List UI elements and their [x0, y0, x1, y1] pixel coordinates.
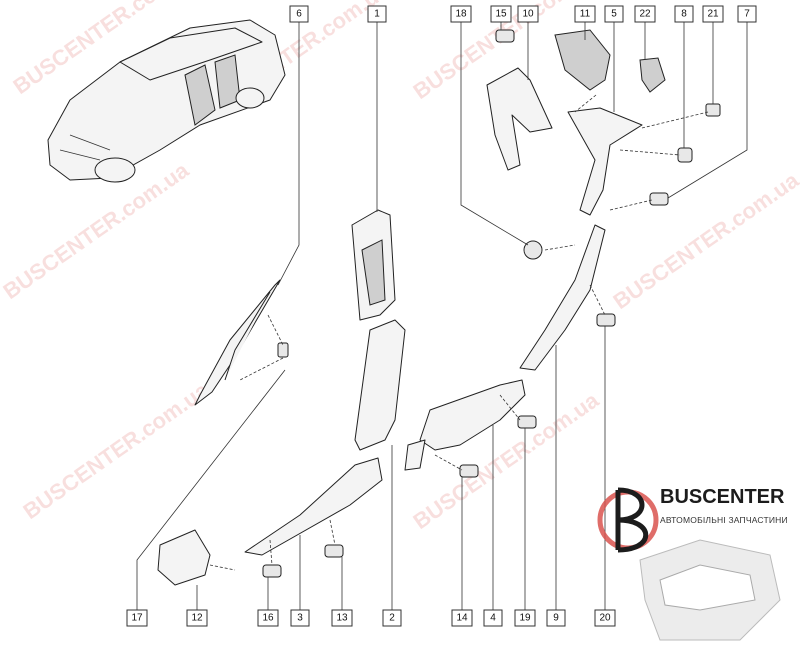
callout-3: 3: [290, 609, 310, 627]
callout-14: 14: [451, 609, 473, 627]
part-1: [351, 209, 396, 321]
car-illustration: [47, 19, 286, 183]
svg-text:22: 22: [639, 9, 651, 20]
callout-4: 4: [483, 609, 503, 627]
callout-17: 17: [126, 609, 148, 627]
svg-text:1: 1: [374, 9, 380, 20]
part-5: [567, 107, 643, 216]
part-3: [244, 457, 383, 556]
brand-logo: BUSCENTER АВТОМОБІЛЬНІ ЗАПЧАСТИНИ: [597, 486, 788, 641]
assembly-lines: [269, 94, 709, 566]
leader-lines: [136, 22, 748, 610]
callout-5: 5: [604, 5, 624, 23]
logo-name: BUSCENTER: [660, 486, 785, 508]
svg-text:14: 14: [456, 613, 468, 624]
callout-6: 6: [289, 5, 309, 23]
svg-text:8: 8: [681, 9, 687, 20]
callout-21: 21: [702, 5, 724, 23]
svg-text:3: 3: [297, 613, 303, 624]
callout-18: 18: [450, 5, 472, 23]
svg-text:17: 17: [131, 613, 143, 624]
callout-1: 1: [367, 5, 387, 23]
svg-text:18: 18: [455, 9, 467, 20]
watermark-text: BUSCENTER.com.ua: [609, 167, 800, 314]
callout-16: 16: [257, 609, 279, 627]
part-9: [519, 224, 606, 371]
svg-text:4: 4: [490, 613, 496, 624]
svg-text:2: 2: [389, 613, 395, 624]
svg-text:15: 15: [495, 9, 507, 20]
part-11: [554, 29, 611, 91]
svg-text:10: 10: [522, 9, 534, 20]
part-22: [639, 57, 666, 93]
callout-10: 10: [517, 5, 539, 23]
logo-tagline: АВТОМОБІЛЬНІ ЗАПЧАСТИНИ: [660, 515, 788, 525]
callout-2: 2: [382, 609, 402, 627]
part-10: [486, 67, 553, 171]
callout-9: 9: [546, 609, 566, 627]
callout-22: 22: [634, 5, 656, 23]
watermark-text: BUSCENTER.com.ua: [19, 377, 214, 524]
svg-text:13: 13: [336, 613, 348, 624]
svg-text:12: 12: [191, 613, 203, 624]
callout-12: 12: [186, 609, 208, 627]
callout-11: 11: [574, 5, 596, 23]
svg-text:21: 21: [707, 9, 719, 20]
callout-8: 8: [674, 5, 694, 23]
callout-20: 20: [594, 609, 616, 627]
part-12: [157, 529, 236, 586]
clips: [262, 29, 721, 578]
callout-19: 19: [514, 609, 536, 627]
svg-text:5: 5: [611, 9, 617, 20]
callout-7: 7: [737, 5, 757, 23]
part-2: [354, 319, 406, 451]
part-6: [194, 279, 289, 406]
svg-text:9: 9: [553, 613, 559, 624]
svg-text:7: 7: [744, 9, 750, 20]
svg-text:11: 11: [580, 9, 591, 20]
callout-13: 13: [331, 609, 353, 627]
part-4: [404, 379, 526, 471]
svg-text:6: 6: [296, 9, 302, 20]
svg-text:16: 16: [262, 613, 274, 624]
svg-text:19: 19: [519, 613, 531, 624]
callout-15: 15: [490, 5, 512, 23]
svg-text:20: 20: [599, 613, 611, 624]
